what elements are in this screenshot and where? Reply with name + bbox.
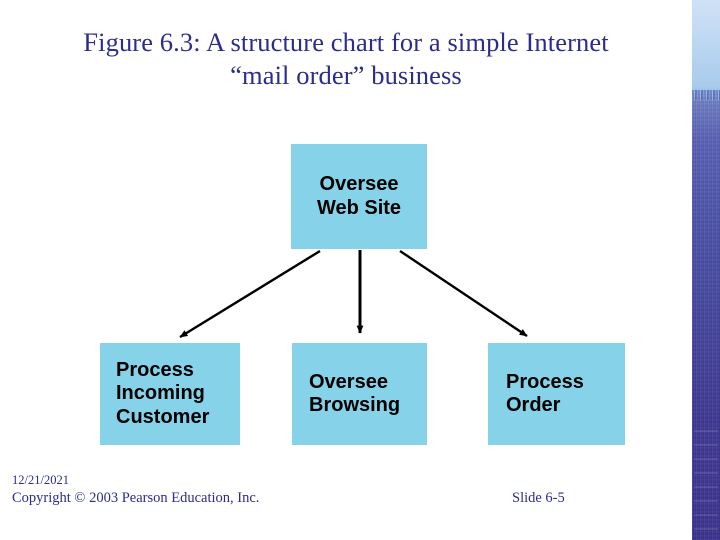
chart-node-label: Oversee Web Site: [316, 173, 402, 219]
horizon-ridge: [692, 90, 720, 100]
footer-slide-number: Slide 6-5: [512, 490, 565, 506]
chart-node-label: Process Incoming Customer: [116, 359, 210, 428]
page-title-line-2: “mail order” business: [230, 60, 462, 91]
photo-faint-lettering: [694, 420, 718, 530]
edge-top-to-right: [399, 250, 528, 337]
page-title-line-1: Figure 6.3: A structure chart for a simp…: [83, 27, 609, 57]
chart-node-process-incoming-customer[interactable]: Process Incoming Customer: [100, 343, 240, 445]
footer-copyright: Copyright © 2003 Pearson Education, Inc.: [12, 490, 260, 506]
footer-date: 12/21/2021: [12, 473, 69, 487]
decorative-photo-strip: [692, 0, 720, 540]
chart-node-oversee-browsing[interactable]: Oversee Browsing: [292, 343, 427, 445]
chart-node-oversee-web-site[interactable]: Oversee Web Site: [291, 144, 427, 249]
edge-top-to-left: [179, 249, 321, 339]
chart-node-process-order[interactable]: Process Order: [488, 343, 625, 445]
chart-node-label: Process Order: [506, 370, 584, 416]
page-title: Figure 6.3: A structure chart for a simp…: [10, 26, 682, 92]
photo-texture: [692, 94, 720, 540]
chart-node-label: Oversee Browsing: [309, 370, 401, 416]
